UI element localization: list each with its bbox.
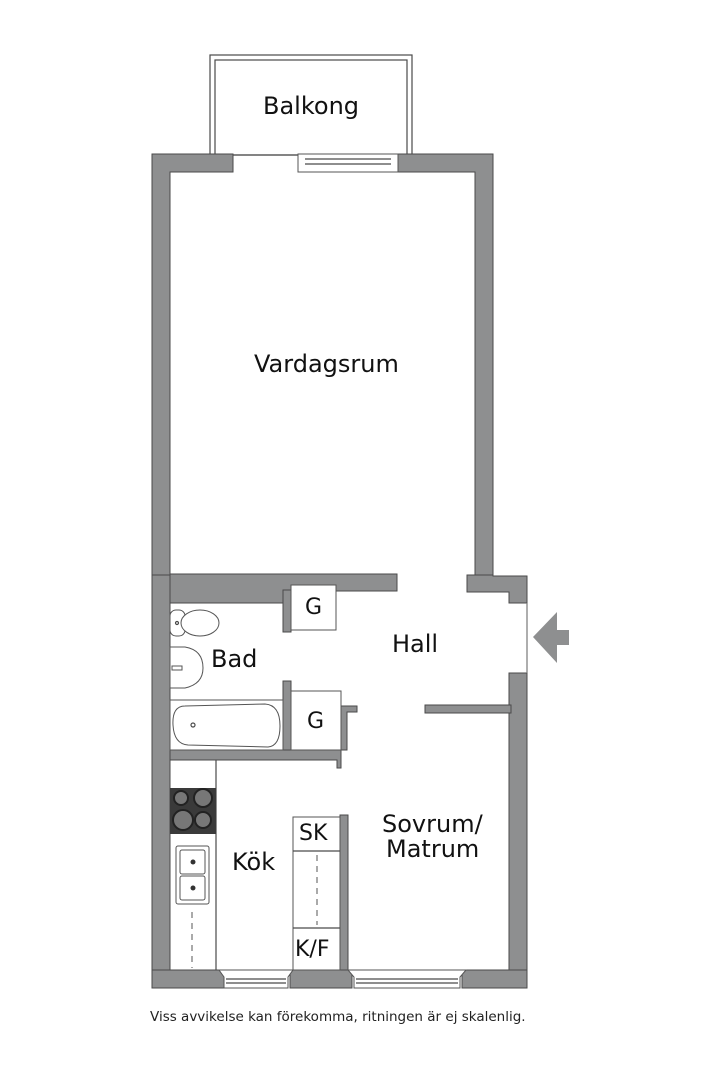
fridge-label-kf: K/F bbox=[295, 937, 330, 962]
walls bbox=[151, 153, 528, 989]
cabinet-column bbox=[292, 816, 341, 971]
room-label-bedroom-2: Matrum bbox=[386, 835, 480, 863]
kitchen-counter bbox=[170, 760, 217, 970]
room-label-bathroom: Bad bbox=[211, 645, 258, 673]
room-label-living-room: Vardagsrum bbox=[254, 350, 399, 378]
wardrobe-bottom bbox=[290, 690, 342, 751]
room-label-kitchen: Kök bbox=[232, 848, 276, 876]
bathtub-icon bbox=[169, 699, 284, 751]
room-label-hall: Hall bbox=[392, 630, 439, 658]
entrance-arrow-icon bbox=[533, 612, 569, 663]
disclaimer-text: Viss avvikelse kan förekomma, ritningen … bbox=[150, 1009, 526, 1025]
cabinet-label-sk: SK bbox=[299, 821, 328, 846]
room-label-bedroom-1: Sovrum/ bbox=[382, 810, 483, 838]
window-bedroom bbox=[346, 969, 468, 989]
window-kitchen bbox=[218, 969, 294, 989]
sink-icon bbox=[169, 646, 204, 689]
wardrobe-label-top: G bbox=[305, 595, 323, 620]
toilet-icon bbox=[169, 609, 220, 637]
wardrobe-label-bottom: G bbox=[307, 709, 325, 734]
wardrobe-top bbox=[290, 584, 337, 631]
room-label-balcony: Balkong bbox=[263, 92, 360, 120]
